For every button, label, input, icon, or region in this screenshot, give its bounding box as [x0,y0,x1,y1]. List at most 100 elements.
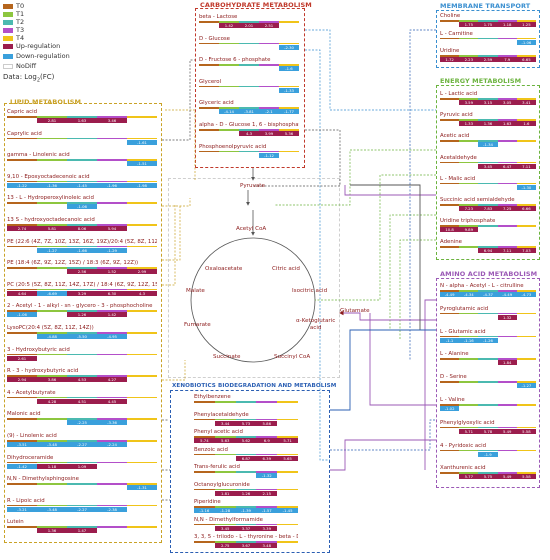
fold-change-cell [37,485,67,491]
fold-change-cell: 2.61 [7,355,37,361]
fold-change-cell: -4.34 [459,292,479,297]
fold-change-cell: 2.56 [67,269,97,275]
fold-change-cell [194,525,215,531]
metabolite-name: Phenylacetaldehyde [194,411,249,418]
section-lipid [4,103,162,543]
section-title-amino: AMINO ACID METABOLISM [440,270,538,278]
fold-change-cell: 3.41 [516,100,537,105]
metabolite-name: Phosphoenolpyruvic acid [199,143,267,150]
fold-change-cell [97,485,127,491]
fold-change-cell [440,100,460,105]
metabolite-name: beta - Lactose [199,14,238,20]
fold-change-row: -1.9 [440,451,537,457]
fold-change-cell [478,360,498,366]
metabolite-xeno: Trans-ferulic acid-1.32 [194,464,298,478]
fold-change-cell: 5.36 [279,131,299,136]
fold-change-row: -1.27-1.66-1.29 [7,247,157,253]
fold-change-cell [478,383,498,389]
metabolite-lipid: PC (20:5 (5Z, 8Z, 11Z, 14Z, 17Z) / 18:4 … [7,282,157,296]
metabolite-name: 13 S - hydroxyoctadecanoic acid [7,217,95,223]
fold-change-cell [459,142,479,148]
fold-change-cell [127,506,157,512]
metabolite-name: N,N - Dimethylformamide [194,516,263,523]
metabolite-name: Piperidine [194,499,221,505]
metabolite-name: L - Carnitine [440,30,473,37]
fold-change-cell: -1.98 [127,182,157,188]
fold-change-cell [440,451,460,457]
timepoint-strip [440,472,537,474]
fold-change-row: -2.30 [199,44,299,50]
fold-change-cell: -4.88 [37,334,67,339]
fold-change-row: 1.84 [440,360,537,366]
fold-change-cell [67,161,97,167]
section-title-membrane: MEMBRANE TRANSPORT [440,2,531,10]
fold-change-cell [497,383,517,389]
fold-change-row: -1.02 [440,406,537,411]
fold-change-row: -1.61 [7,139,157,145]
timepoint-strip [7,245,157,248]
timepoint-strip [440,246,537,248]
fold-change-row: -1.22-1.36-1.45-1.96-1.98 [7,182,157,188]
fold-change-cell [279,23,299,28]
metabolite-lipid: 13 - L - Hydroperoxylinoleic acid-1.06 [7,195,157,210]
fold-change-row [194,403,298,408]
metabolite-name: Malonic acid [7,411,41,418]
timepoint-strip [7,483,157,485]
fold-change-cell: -1.06 [516,39,537,45]
fold-change-cell: 3.05 [497,100,517,105]
fold-change-cell: 1.25 [516,22,537,27]
fold-change-cell: -1.9 [478,451,498,457]
fold-change-cell: 5.78 [478,428,498,434]
fold-change-cell: 2.75 [214,543,236,548]
fold-change-cell: -3.51 [7,442,37,447]
fold-change-cell: 5.49 [497,474,517,480]
fold-change-cell: 2.81 [37,118,67,123]
metabolite-name: alpha - D - Glucose 1, 6 - bisphosphate [199,122,299,128]
fold-change-cell: 5.71 [459,428,479,434]
fold-change-cell [7,528,37,534]
fold-change-cell: 2.99 [127,269,157,275]
fold-change-cell [7,204,37,210]
fold-change-row: -4.14-3.81-2.1-1.77 [199,109,299,115]
node-malate: Malate [186,288,205,294]
legend-item-down: Down-regulation [3,52,70,60]
timepoint-strip [440,182,537,185]
section-amino [436,278,540,488]
timepoint-strip [440,290,537,292]
metabolite-amino: L - Valine-1.02 [440,397,537,411]
fold-change-row: -1.33 [199,87,299,93]
node-succinyl-coa: Succinyl CoA [274,354,311,360]
fold-change-cell [37,204,67,210]
section-title-xenobiotics: XENOBIOTICS BIODEGRADATION AND METABOLIS… [172,383,337,389]
fold-change-cell [459,360,479,366]
fold-change-cell [459,163,479,169]
metabolite-lipid: (9) - Linolenic acid-3.51-3.48-2.27-2.24 [7,433,157,447]
fold-change-cell: 4.45 [97,398,127,404]
fold-change-row: 1.32 [440,314,537,320]
fold-change-cell: -2.30 [279,44,299,50]
fold-change-cell [239,152,259,158]
legend-data-label: Data: Log2(FC) [3,73,55,84]
metabolite-name: D - Fructose 6 - phosphate [199,57,271,64]
fold-change-cell [127,118,157,123]
fold-change-cell [497,451,517,457]
metabolite-name: Acetaldehyde [440,154,477,161]
fold-change-cell [127,528,157,534]
timepoint-strip [440,98,537,100]
fold-change-cell [440,22,460,27]
fold-change-row: -1.34 [440,142,537,148]
